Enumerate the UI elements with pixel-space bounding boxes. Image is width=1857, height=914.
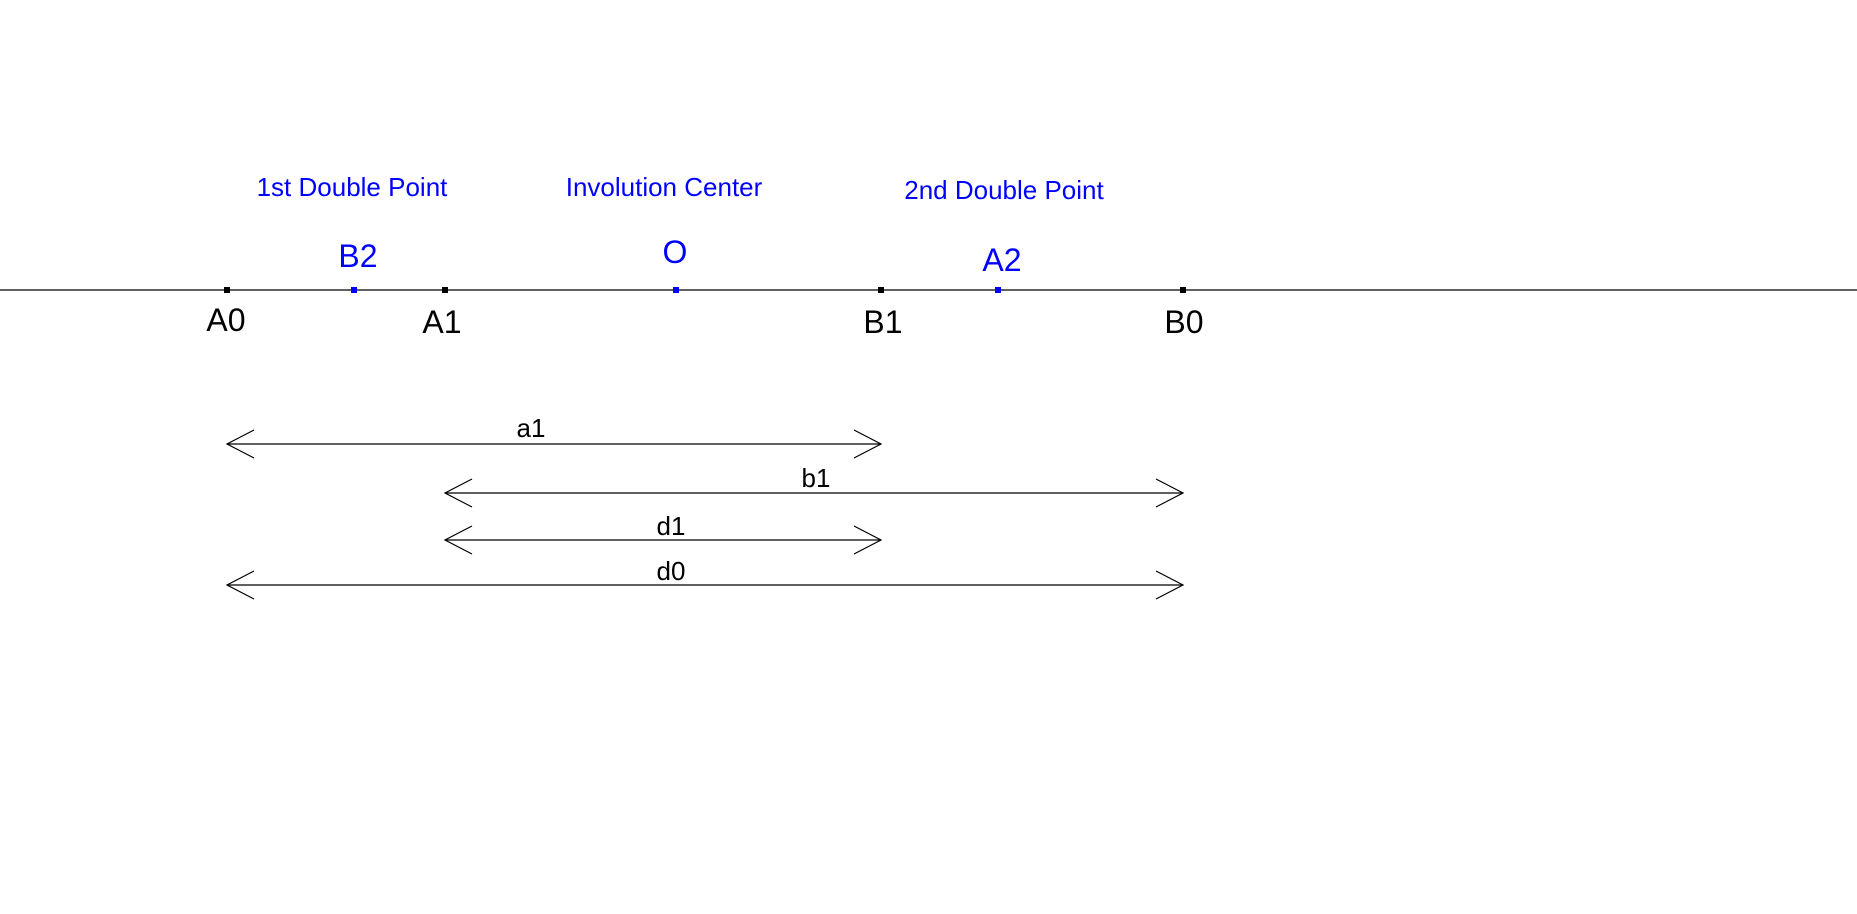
point-marker-B2[interactable]: [351, 287, 357, 293]
label-A0: A0: [206, 302, 245, 338]
label-B1: B1: [863, 304, 902, 340]
label-d1: d1: [657, 511, 686, 541]
arrowhead-left-icon: [225, 570, 255, 600]
segment-a1: [225, 429, 883, 459]
arrowhead-left-icon: [443, 478, 473, 508]
title-second-double-point: 2nd Double Point: [904, 175, 1104, 205]
title-involution-center: Involution Center: [566, 172, 763, 202]
point-marker-B0[interactable]: [1180, 287, 1186, 293]
arrowhead-right-icon: [1155, 478, 1185, 508]
point-marker-A0[interactable]: [224, 287, 230, 293]
point-marker-O[interactable]: [673, 287, 679, 293]
arrowhead-right-icon: [1155, 570, 1185, 600]
label-d0: d0: [657, 556, 686, 586]
label-A2: A2: [982, 242, 1021, 278]
segment-d0: [225, 570, 1185, 600]
label-b1: b1: [802, 463, 831, 493]
segment-d1: [443, 525, 883, 555]
title-first-double-point: 1st Double Point: [257, 172, 449, 202]
point-marker-A2[interactable]: [995, 287, 1001, 293]
segment-b1: [443, 478, 1185, 508]
arrowhead-right-icon: [853, 525, 883, 555]
arrowhead-right-icon: [853, 429, 883, 459]
arrowhead-left-icon: [443, 525, 473, 555]
arrowhead-left-icon: [225, 429, 255, 459]
label-A1: A1: [422, 304, 461, 340]
label-O: O: [663, 234, 688, 270]
label-B2: B2: [338, 238, 377, 274]
point-marker-B1[interactable]: [878, 287, 884, 293]
label-B0: B0: [1164, 304, 1203, 340]
label-a1: a1: [517, 413, 546, 443]
point-marker-A1[interactable]: [442, 287, 448, 293]
